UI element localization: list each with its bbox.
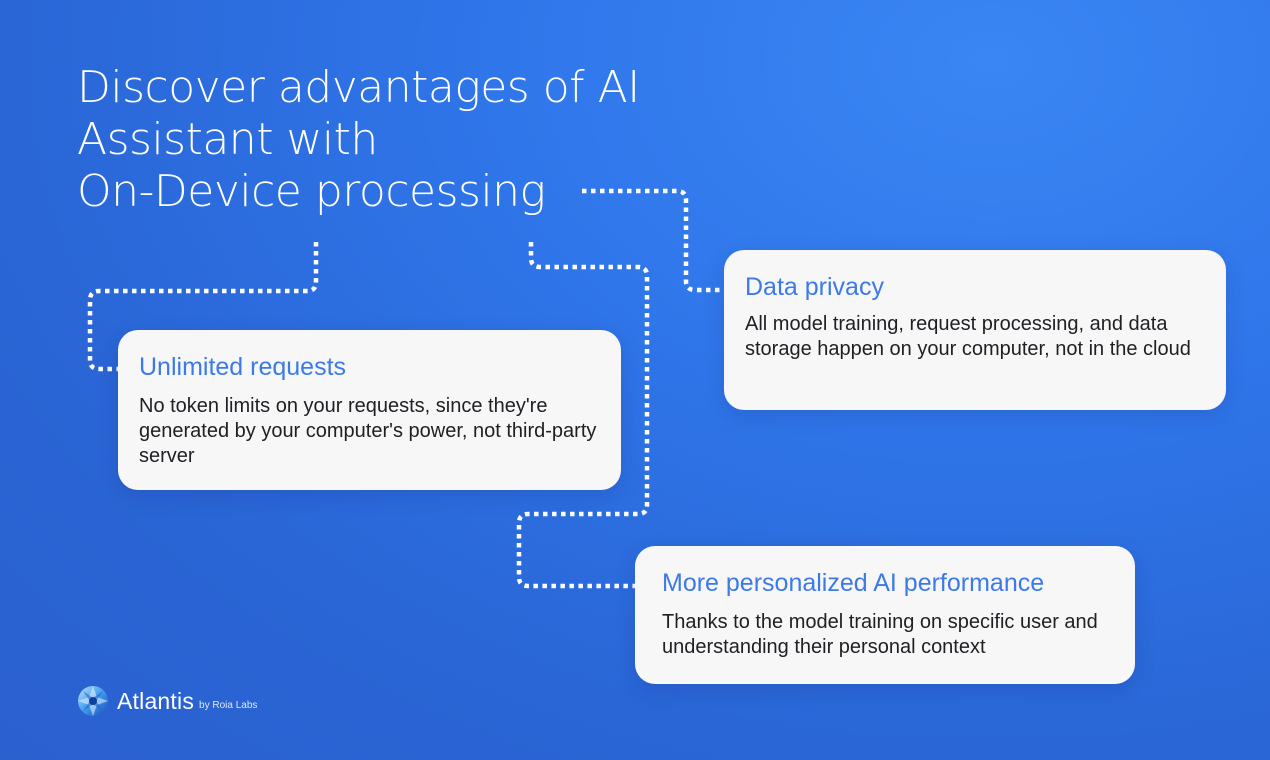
brand-footer: Atlantis by Roia Labs xyxy=(76,684,257,718)
brand-byline: by Roia Labs xyxy=(199,700,258,711)
card-data-privacy: Data privacy All model training, request… xyxy=(724,250,1226,410)
card-personalized-performance: More personalized AI performance Thanks … xyxy=(635,546,1135,684)
card-description: Thanks to the model training on specific… xyxy=(662,611,1098,658)
connector-title-to-privacy xyxy=(582,188,724,293)
card-description: No token limits on your requests, since … xyxy=(139,395,597,467)
brand-name: Atlantis xyxy=(117,687,195,714)
card-title: More personalized AI performance xyxy=(662,569,1045,597)
connector-title-to-personalized xyxy=(516,242,650,589)
card-description: All model training, request processing, … xyxy=(745,313,1191,360)
connector-title-to-unlimited xyxy=(87,242,319,372)
page-title-line-2: Assistant with xyxy=(77,114,378,165)
atlantis-logo-icon xyxy=(78,686,108,716)
page-title: Discover advantages of AI Assistant with… xyxy=(77,62,697,218)
card-title: Unlimited requests xyxy=(139,353,347,381)
page-title-line-3: On-Device processing xyxy=(77,166,546,217)
card-unlimited-requests: Unlimited requests No token limits on yo… xyxy=(118,330,621,490)
card-title: Data privacy xyxy=(745,273,884,301)
page-title-line-1: Discover advantages of AI xyxy=(77,62,640,113)
